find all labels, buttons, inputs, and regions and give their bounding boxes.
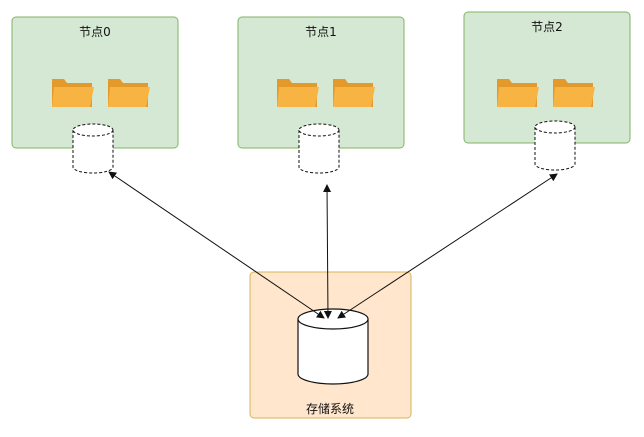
node-label-2: 节点2	[531, 20, 563, 34]
folder-icon	[553, 79, 595, 107]
folder-icon	[497, 79, 539, 107]
arrow-node2-storage	[337, 173, 558, 319]
node-box-0: 节点0	[11, 16, 179, 174]
cylinder-icon	[297, 308, 369, 385]
node-box-2: 节点2	[463, 11, 631, 171]
folder-icon	[108, 79, 150, 107]
storage-label: 存储系统	[306, 401, 354, 416]
dashed-cylinder-icon	[72, 123, 114, 174]
dashed-cylinder-icon	[298, 123, 340, 174]
node-box-1: 节点1	[237, 16, 405, 174]
folder-icon	[333, 79, 375, 107]
arrow-node1-storage	[323, 184, 332, 319]
node-label-1: 节点1	[305, 25, 337, 39]
folder-icon	[277, 79, 319, 107]
arrow-node0-storage	[108, 171, 325, 319]
storage-box: 存储系统	[249, 271, 412, 419]
node-label-0: 节点0	[79, 25, 111, 39]
dashed-cylinder-icon	[534, 120, 576, 171]
folder-icon	[52, 79, 94, 107]
